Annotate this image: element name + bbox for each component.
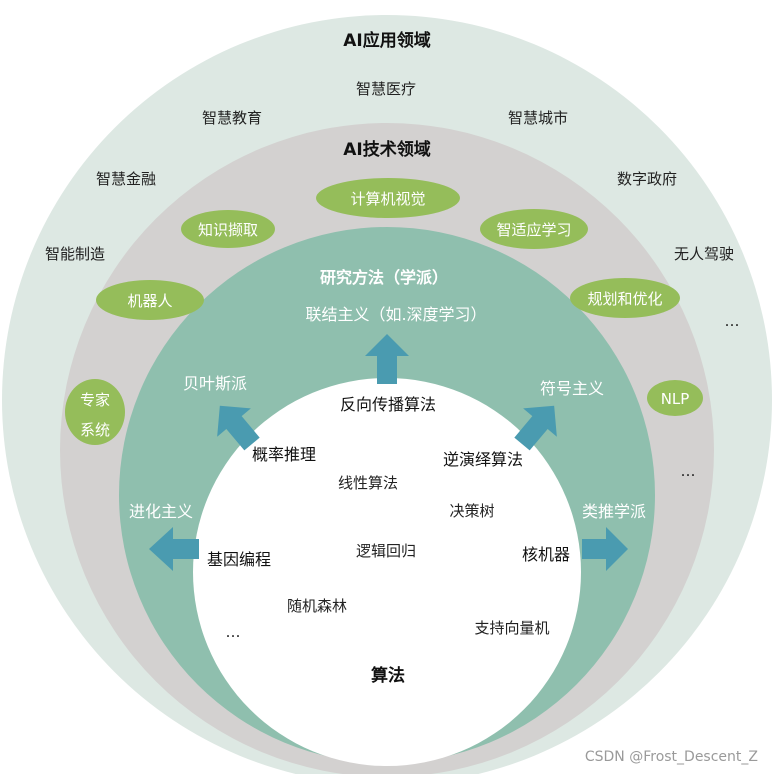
research-title: 研究方法（学派） (320, 268, 448, 287)
svg-text:专家: 专家 (80, 391, 110, 409)
svg-text:知识撷取: 知识撷取 (198, 221, 258, 239)
school-bayesian: 贝叶斯派 (183, 374, 247, 393)
tech-pill-computer-vision: 计算机视觉 (316, 178, 460, 218)
algorithm-decision-tree: 决策树 (449, 502, 494, 520)
algorithm-ellipsis: … (226, 623, 241, 641)
algorithm-random-forest: 随机森林 (287, 597, 347, 615)
tech-pill-nlp: NLP (647, 380, 703, 416)
app-item-ellipsis-1: … (725, 312, 740, 330)
school-connectionism: 联结主义（如.深度学习） (305, 305, 486, 324)
svg-text:机器人: 机器人 (127, 292, 172, 310)
school-symbolism: 符号主义 (540, 379, 604, 398)
app-item-smart-healthcare: 智慧医疗 (356, 80, 416, 98)
svg-text:智适应学习: 智适应学习 (496, 221, 571, 239)
app-item-smart-manufacturing: 智能制造 (45, 245, 105, 263)
app-item-autonomous-driving: 无人驾驶 (674, 245, 734, 263)
algorithm-linear: 线性算法 (338, 474, 398, 492)
app-item-smart-city: 智慧城市 (508, 109, 568, 127)
app-item-digital-government: 数字政府 (617, 170, 677, 188)
algorithm-kernel-machine: 核机器 (522, 545, 570, 564)
algorithm-logistic-regression: 逻辑回归 (356, 542, 416, 560)
watermark: CSDN @Frost_Descent_Z (585, 749, 758, 765)
algorithm-genetic-programming: 基因编程 (207, 550, 271, 569)
tech-pill-planning-optimization: 规划和优化 (570, 278, 680, 318)
algorithm-core (193, 378, 581, 766)
algorithm-inverse-deduction: 逆演绎算法 (443, 450, 523, 469)
tech-pill-expert-system: 专家 系统 (65, 379, 125, 445)
arrow-upleft-bayesian (217, 405, 260, 451)
algorithm-svm: 支持向量机 (474, 619, 549, 637)
school-analogizers: 类推学派 (582, 502, 646, 521)
svg-text:规划和优化: 规划和优化 (587, 290, 662, 308)
algorithm-probabilistic-inference: 概率推理 (252, 445, 316, 464)
app-item-ellipsis-2: … (681, 462, 696, 480)
tech-pill-robotics: 机器人 (96, 280, 204, 320)
tech-pill-adaptive-learning: 智适应学习 (480, 209, 588, 249)
app-item-smart-education: 智慧教育 (202, 109, 262, 127)
svg-text:NLP: NLP (661, 390, 690, 408)
school-evolutionism: 进化主义 (129, 502, 193, 521)
algorithm-backpropagation: 反向传播算法 (340, 395, 436, 414)
app-domain-title: AI应用领域 (343, 30, 430, 51)
app-item-smart-finance: 智慧金融 (96, 170, 156, 188)
algorithm-title: 算法 (370, 665, 405, 686)
tech-domain-title: AI技术领域 (343, 139, 430, 160)
svg-text:系统: 系统 (80, 421, 110, 439)
arrow-up-connectionism (365, 334, 409, 384)
arrow-right-analogizers (582, 527, 628, 571)
svg-text:计算机视觉: 计算机视觉 (350, 190, 425, 208)
arrow-left-evolutionism (149, 527, 199, 571)
tech-pill-knowledge-extraction: 知识撷取 (181, 210, 275, 248)
arrow-upright-symbolism (514, 405, 557, 451)
